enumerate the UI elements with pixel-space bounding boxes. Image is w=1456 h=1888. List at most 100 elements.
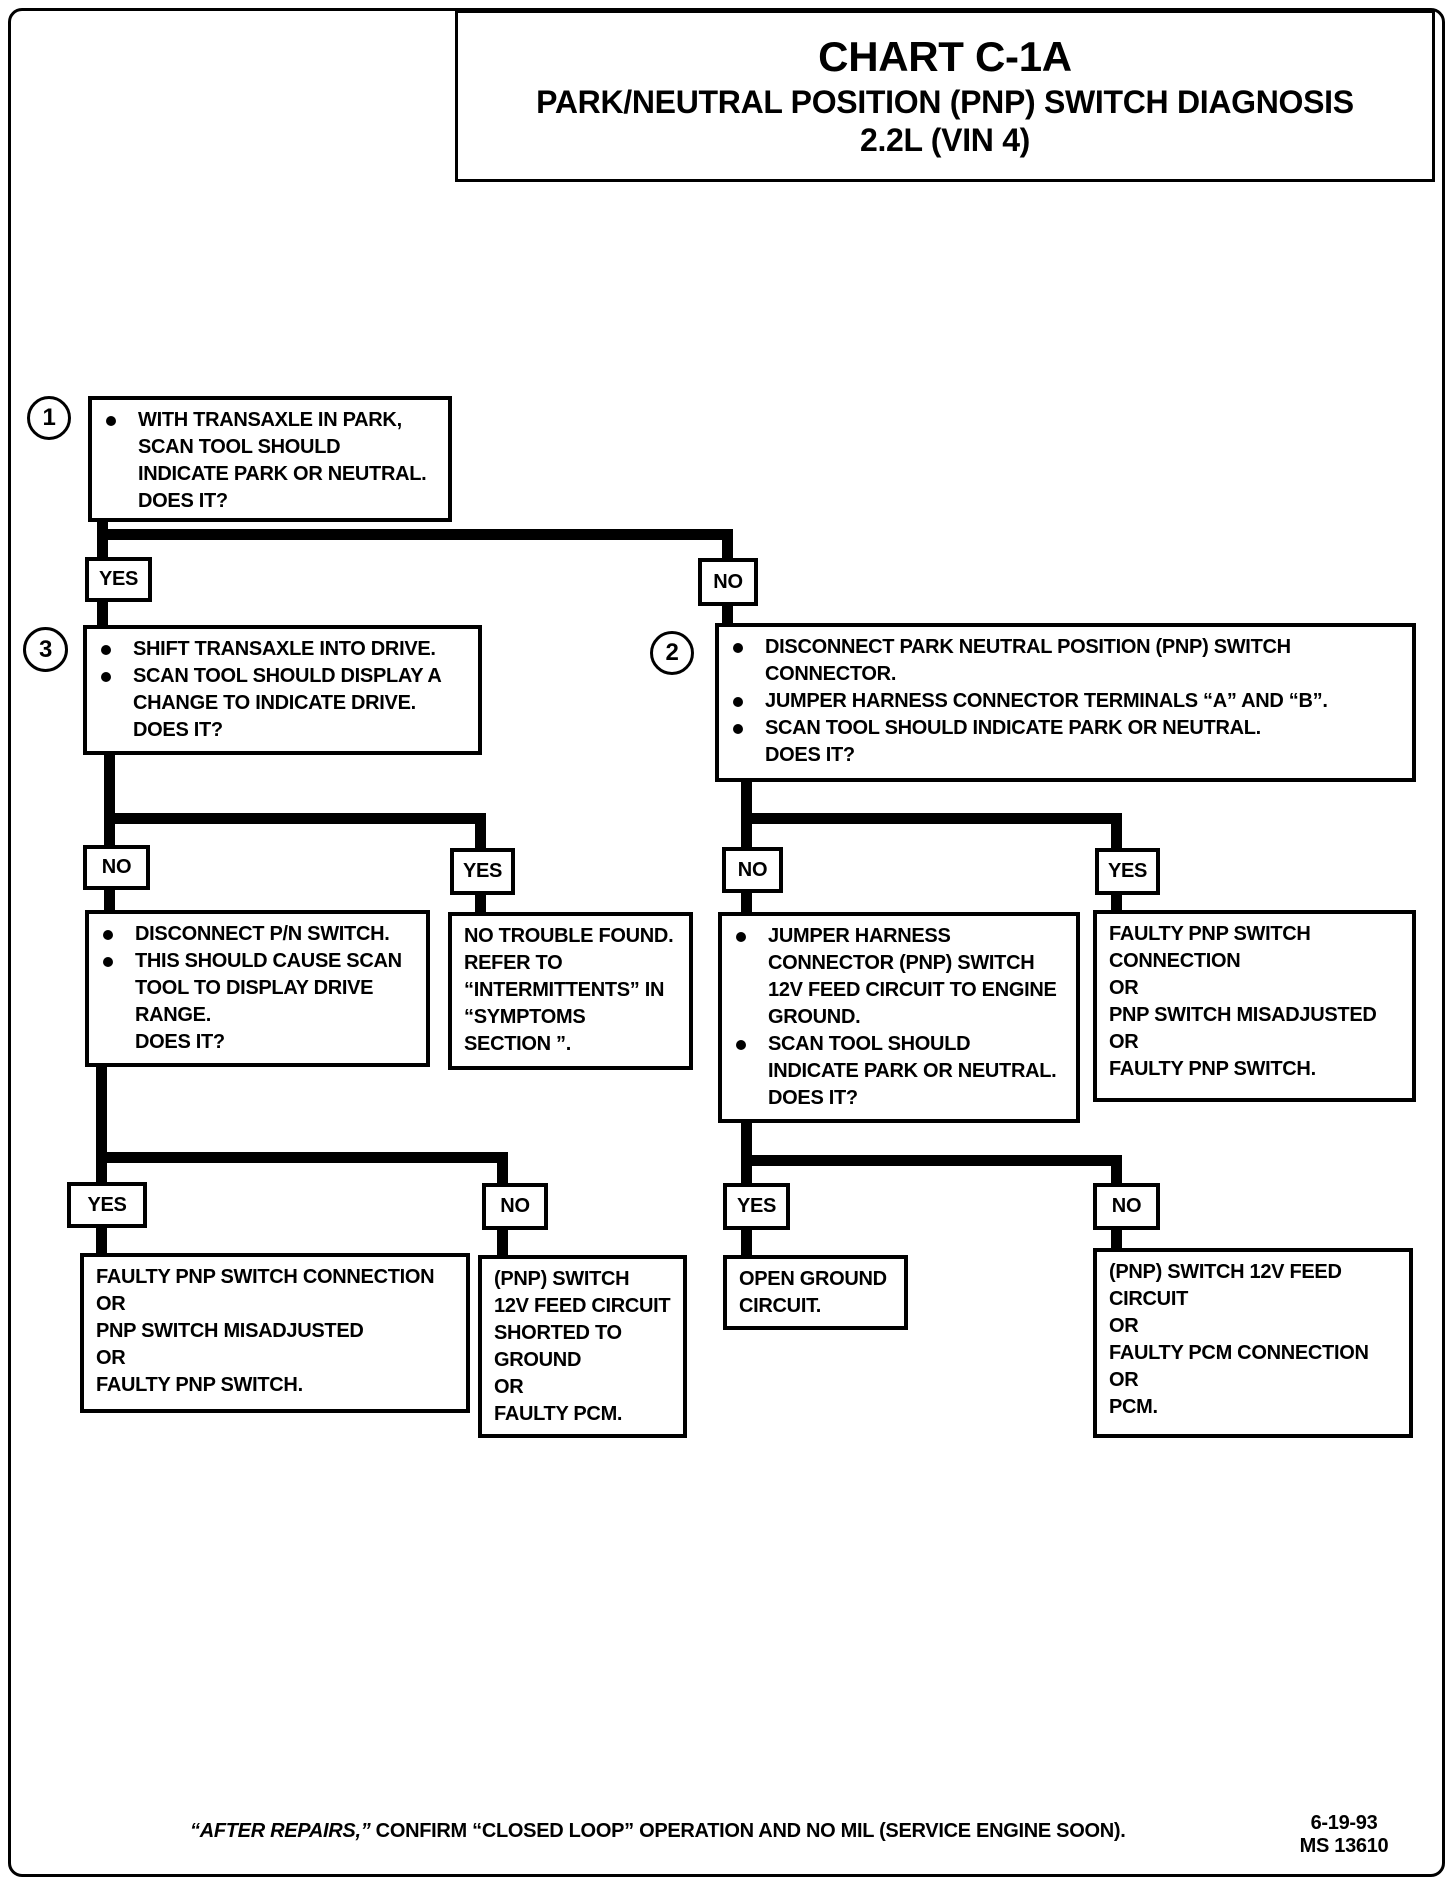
connector [741,1155,752,1183]
connector [475,895,486,912]
question-box-disconnect-pn-switch: DISCONNECT P/N SWITCH.THIS SHOULD CAUSE … [85,910,430,1067]
connector [96,1152,508,1163]
yes-label-4: YES [67,1182,147,1228]
no-label-1: NO [698,558,758,606]
box-text-line: DOES IT? [138,490,228,512]
box-text-line: SCAN TOOL SHOULD [734,1031,1064,1058]
box-text-line: INDICATE PARK OR NEUTRAL. [138,463,427,485]
connector [722,529,733,558]
connector [104,890,115,910]
box-text-line: OR [1109,1369,1139,1391]
box-text-line: OR [494,1376,524,1398]
box-text-line: OR [96,1293,126,1315]
box-text-line: DOES IT? [768,1087,858,1109]
no-label-2: NO [83,845,150,890]
chart-subtitle: PARK/NEUTRAL POSITION (PNP) SWITCH DIAGN… [536,84,1354,120]
step-number: 2 [665,639,679,666]
connector [97,602,108,625]
box-text-line: SHORTED TO [494,1322,622,1344]
bullet-icon [101,645,111,655]
box-text-line: NO TROUBLE FOUND. [464,925,674,947]
box-text-line: DISCONNECT PARK NEUTRAL POSITION (PNP) S… [731,634,1400,661]
no-label-3: NO [722,847,783,893]
box-text-line: REFER TO [464,952,563,974]
box-text-line: 12V FEED CIRCUIT [494,1295,671,1317]
box-text-line: DISCONNECT P/N SWITCH. [101,921,414,948]
step-marker-1: 1 [27,396,71,440]
box-text-line: PCM. [1109,1396,1158,1418]
footer-note: “AFTER REPAIRS,” CONFIRM “CLOSED LOOP” O… [190,1820,1126,1843]
box-text-line: DOES IT? [135,1031,225,1053]
box-text-line: CIRCUIT. [739,1295,822,1317]
bullet-icon [101,672,111,682]
box-text-line: CHANGE TO INDICATE DRIVE. [133,692,416,714]
box-text-line: THIS SHOULD CAUSE SCAN [101,948,414,975]
connector [741,1230,752,1255]
bullet-icon [736,932,746,942]
step-number: 1 [42,404,56,431]
result-box-feed-shorted: (PNP) SWITCH 12V FEED CIRCUIT SHORTED TO GR… [478,1255,687,1438]
box-text-line: FAULTY PNP SWITCH [1109,923,1311,945]
connector [741,1123,752,1163]
connector [741,1155,1122,1166]
yes-label-3: YES [1095,848,1160,895]
box-text-line: DOES IT? [133,719,223,741]
box-text-line: SHIFT TRANSAXLE INTO DRIVE. [99,636,466,663]
box-text-line: FAULTY PNP SWITCH. [96,1374,303,1396]
box-text-line: TOOL TO DISPLAY DRIVE [135,977,374,999]
bullet-icon [733,724,743,734]
result-box-no-trouble: NO TROUBLE FOUND. REFER TO “INTERMITTENTS”… [448,912,693,1070]
box-text-line: OR [1109,977,1139,999]
box-text-line: 12V FEED CIRCUIT TO ENGINE [768,979,1057,1001]
bullet-icon [736,1040,746,1050]
box-text-line: CONNECTOR (PNP) SWITCH [768,952,1035,974]
box-text-line: INDICATE PARK OR NEUTRAL. [768,1060,1057,1082]
box-text-line: “SYMPTOMS [464,1006,586,1028]
box-text-line: JUMPER HARNESS CONNECTOR TERMINALS “A” A… [731,688,1400,715]
connector [741,893,752,912]
box-text-line: “INTERMITTENTS” IN [464,979,665,1001]
box-text-line: RANGE. [135,1004,211,1026]
bullet-icon [106,416,116,426]
step-marker-3: 3 [23,627,68,672]
yes-label-5: YES [723,1183,790,1230]
connector [104,755,115,845]
box-text-line: SCAN TOOL SHOULD INDICATE PARK OR NEUTRA… [731,715,1400,742]
footer-doc-code: MS 13610 [1299,1835,1389,1857]
no-label-5: NO [1093,1183,1160,1230]
box-text-line: SCAN TOOL SHOULD [138,436,341,458]
box-text-line: GROUND. [768,1006,861,1028]
box-text-line: PNP SWITCH MISADJUSTED [96,1320,364,1342]
box-text-line: OR [1109,1315,1139,1337]
connector [1111,1230,1122,1248]
footer-note-italic: “AFTER REPAIRS,” [190,1820,371,1842]
connector [96,1067,107,1163]
connector [97,529,733,540]
box-text-line: WITH TRANSAXLE IN PARK, [104,407,436,434]
question-box-disconnect-pnp: DISCONNECT PARK NEUTRAL POSITION (PNP) S… [715,623,1416,782]
step-number: 3 [38,635,53,663]
connector [1111,813,1122,848]
bullet-icon [733,697,743,707]
connector [475,813,486,848]
chart-title-box: CHART C-1A PARK/NEUTRAL POSITION (PNP) S… [455,10,1435,182]
box-text-line: (PNP) SWITCH [494,1268,630,1290]
footer-date: 6-19-93 [1310,1812,1378,1834]
bullet-icon [103,930,113,940]
footer-note-rest: CONFIRM “CLOSED LOOP” OPERATION AND NO M… [375,1820,1126,1842]
box-text-line: FAULTY PCM. [494,1403,623,1425]
box-text-line: SECTION ”. [464,1033,572,1055]
box-text-line: FAULTY PNP SWITCH. [1109,1058,1316,1080]
connector [722,606,733,623]
box-text-line: SCAN TOOL SHOULD DISPLAY A [99,663,466,690]
box-text-line: GROUND [494,1349,582,1371]
box-text-line: CONNECTOR. [765,663,897,685]
box-text-line: FAULTY PNP SWITCH CONNECTION [96,1266,435,1288]
page-border [8,8,1445,1877]
box-text-line: PNP SWITCH MISADJUSTED [1109,1004,1377,1026]
